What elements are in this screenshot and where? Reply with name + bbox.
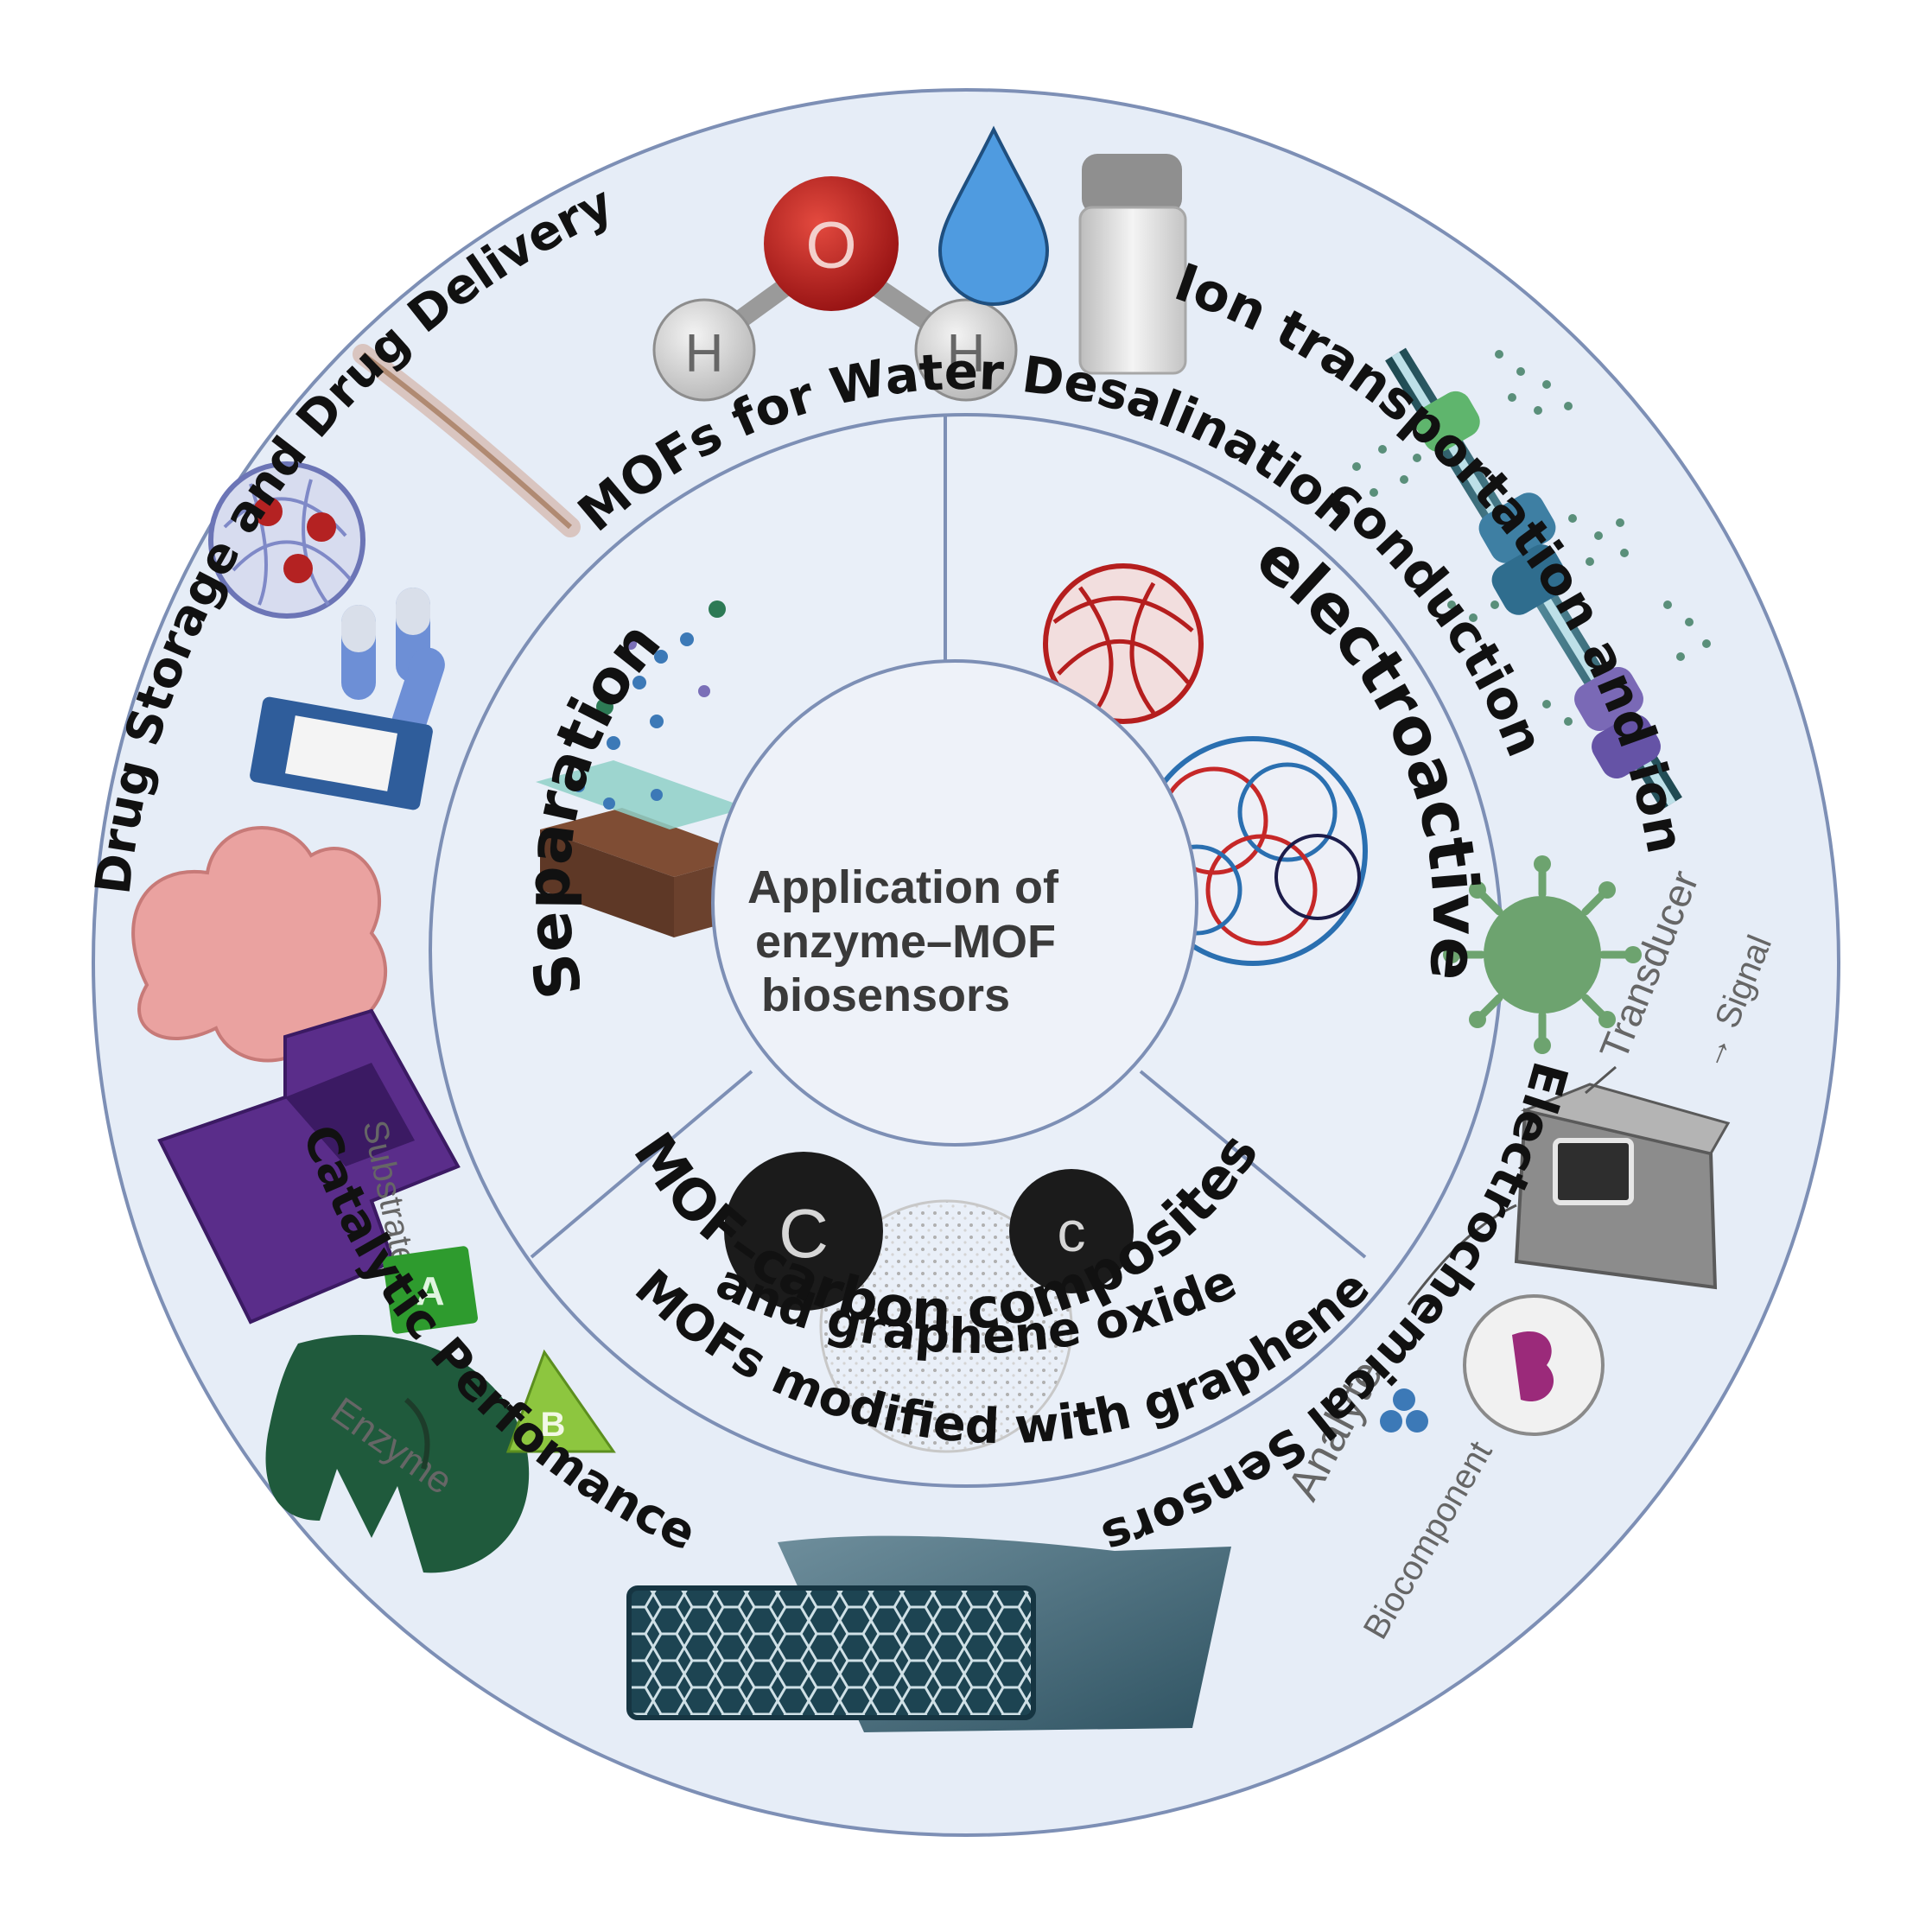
carbon-small-label: c bbox=[1058, 1199, 1086, 1263]
protein-cloud-icon bbox=[131, 826, 388, 1063]
biocomponent-circle-icon bbox=[1463, 1294, 1605, 1436]
center-title-line1: Application of bbox=[747, 861, 1059, 913]
enzyme-icon: Enzyme bbox=[265, 1334, 530, 1573]
center-circle bbox=[711, 659, 1198, 1147]
carbon-atom-small-icon: c bbox=[1009, 1169, 1134, 1293]
salt-shaker-icon bbox=[1078, 154, 1187, 375]
substrate-icon: Substrate bbox=[157, 1008, 461, 1325]
carbon-large-label: C bbox=[779, 1195, 829, 1272]
red-nanoparticle-icon bbox=[1043, 563, 1204, 724]
blood-vessel-icon bbox=[353, 344, 581, 537]
ion-channel-membrane-icon bbox=[1385, 347, 1682, 810]
product-a-label: A bbox=[416, 1268, 444, 1313]
center-title-line3: biosensors bbox=[761, 969, 1010, 1021]
center-title-line2: enzyme–MOF bbox=[755, 916, 1056, 968]
porous-mof-sphere-icon bbox=[819, 1199, 1073, 1453]
sensor-connector-lines bbox=[1407, 1065, 1617, 1306]
analyte-icon bbox=[1380, 1388, 1428, 1433]
mof-drug-carrier-icon bbox=[208, 461, 365, 619]
ion-particles-icon bbox=[1352, 350, 1711, 726]
sensor-device-icon bbox=[1514, 1083, 1731, 1290]
hydrogen-right-label: H bbox=[947, 324, 986, 384]
product-b-icon: B bbox=[505, 1349, 616, 1453]
hydrogen-left-label: H bbox=[685, 324, 724, 384]
capsule-icon bbox=[341, 588, 445, 740]
product-b-label: B bbox=[541, 1406, 566, 1444]
virus-icon bbox=[1443, 855, 1642, 1054]
inner-dividers bbox=[530, 415, 1367, 1259]
oxygen-label: O bbox=[805, 209, 856, 283]
carbon-atom-large-icon: C bbox=[724, 1152, 883, 1311]
carbon-nanotube-icon bbox=[626, 1585, 1036, 1720]
medicine-box-icon bbox=[250, 696, 433, 810]
water-drop-icon bbox=[937, 125, 1050, 306]
separation-particles-icon bbox=[573, 600, 726, 810]
product-a-icon: A bbox=[383, 1246, 478, 1334]
water-molecule-icon: O H H bbox=[652, 176, 1018, 402]
